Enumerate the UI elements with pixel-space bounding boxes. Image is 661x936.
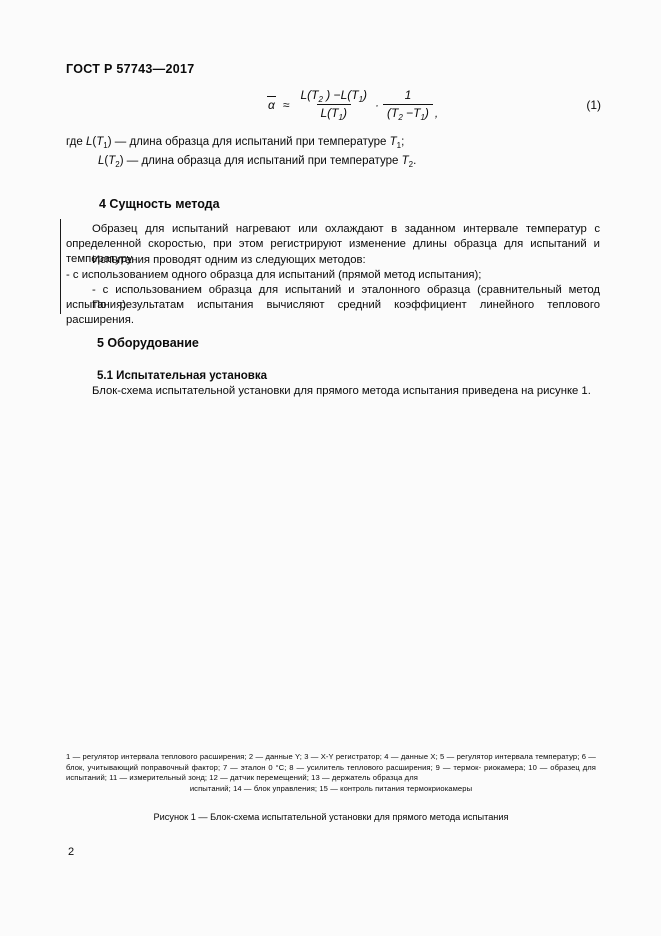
formula-row: α ≈ L(T2 ) −L(T1) L(T1) · 1 (T2 −T1) , (… [66, 88, 601, 128]
figure-legend-line-3: риокамера; 10 — образец для испытаний; 1… [66, 762, 596, 783]
page-number: 2 [68, 846, 75, 858]
section-4-paragraph-2: Испытания проводят одним из следующих ме… [92, 254, 366, 266]
formula-expression: α ≈ L(T2 ) −L(T1) L(T1) · 1 (T2 −T1) , [266, 88, 439, 122]
formula-fraction-1: L(T2 ) −L(T1) L(T1) [296, 88, 371, 122]
where-line-2: L(T2) — длина образца для испытаний при … [98, 155, 417, 169]
figure-legend-line-2: температур; 6 — блок, учитывающий поправ… [66, 752, 596, 772]
section-4-bullet-2: - с использованием образца для испытаний… [66, 284, 600, 312]
formula-fraction-2-numerator: 1 [404, 88, 412, 102]
figure-caption: Рисунок 1 — Блок-схема испытательной уст… [153, 812, 509, 822]
where-block: где L(T1) — длина образца для испытаний … [66, 133, 416, 171]
section-4-paragraph-3: По результатам испытания вычисляют средн… [66, 299, 600, 327]
formula-multiplication-dot: · [375, 97, 380, 112]
formula-number: (1) [586, 98, 601, 112]
section-4-bullet-1: - с использованием одного образца для ис… [66, 269, 482, 281]
standard-code-header: ГОСТ Р 57743—2017 [66, 62, 195, 76]
formula-fraction-1-denominator: L(T1) [316, 104, 351, 122]
alpha-mean-symbol: α [266, 95, 276, 112]
section-5-heading: 5 Оборудование [97, 336, 199, 350]
formula-fraction-1-numerator: L(T2 ) −L(T1) [300, 88, 368, 104]
formula-fraction-2-denominator: (T2 −T1) [383, 104, 433, 122]
figure-legend-line-1: 1 — регулятор интервала теплового расшир… [66, 752, 533, 761]
section-5-1-paragraph: Блок-схема испытательной установки для п… [92, 385, 591, 397]
formula-equals: ≈ [282, 97, 290, 112]
change-bar [60, 219, 61, 314]
figure-legend-line-4: испытаний; 14 — блок управления; 15 — ко… [189, 783, 473, 793]
section-4-paragraph-1: Образец для испытаний нагревают или охла… [66, 223, 600, 266]
section-4-heading: 4 Сущность метода [99, 197, 220, 211]
where-line-1: где L(T1) — длина образца для испытаний … [66, 136, 405, 150]
section-5-1-heading: 5.1 Испытательная установка [97, 370, 268, 382]
formula-trailing-comma: , [434, 106, 439, 120]
figure-legend: 1 — регулятор интервала теплового расшир… [66, 752, 596, 794]
formula-fraction-2: 1 (T2 −T1) [383, 88, 433, 122]
figure-block-diagram: 1 2 3 4 5 6 7 8 9 10 11 12 13 14 15 [60, 400, 605, 755]
